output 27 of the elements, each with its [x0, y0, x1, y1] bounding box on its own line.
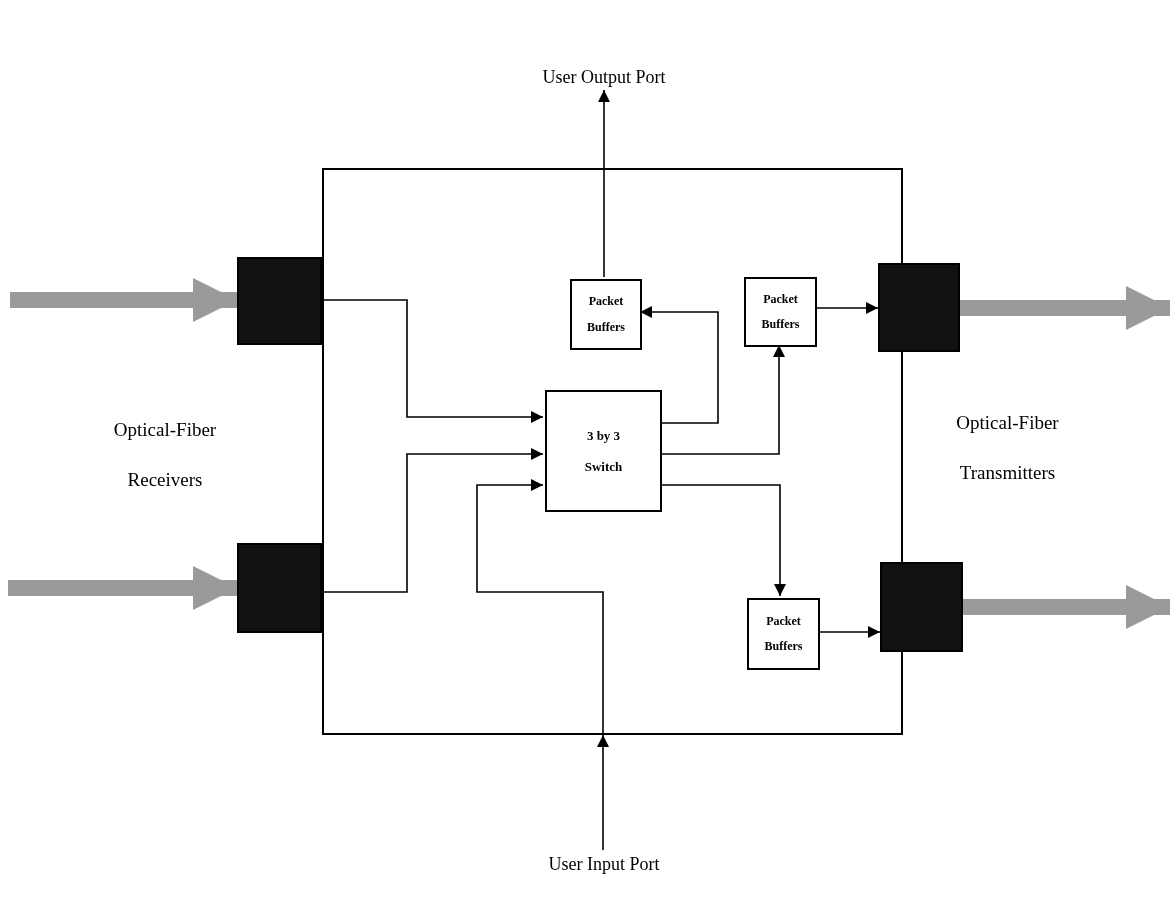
- arrow: [659, 484, 786, 597]
- section-label: Optical-Fiber Transmitters: [955, 411, 1060, 485]
- arrow: [321, 299, 544, 423]
- port-label: User Output Port: [514, 64, 694, 90]
- thick-arrow: [960, 286, 1170, 330]
- port-label: User Input Port: [519, 850, 689, 878]
- section-label: Optical-Fiber Receivers: [112, 418, 218, 492]
- switch-box: 3 by 3 Switch: [545, 390, 662, 512]
- transmitter-block: [878, 263, 960, 352]
- buffer-box: Packet Buffers: [744, 277, 817, 347]
- arrow: [814, 302, 879, 314]
- receiver-block: [237, 543, 322, 633]
- arrow: [598, 89, 610, 278]
- arrow: [817, 626, 881, 638]
- arrow: [476, 479, 604, 736]
- node-enclosure-box: [322, 168, 903, 735]
- arrow: [597, 734, 609, 851]
- thick-arrow: [8, 566, 237, 610]
- receiver-block: [237, 257, 322, 345]
- arrow: [321, 448, 544, 593]
- arrow: [639, 306, 719, 424]
- buffer-box: Packet Buffers: [570, 279, 642, 350]
- thick-arrow: [963, 585, 1170, 629]
- thick-arrow: [10, 278, 237, 322]
- arrow: [659, 344, 785, 455]
- buffer-box: Packet Buffers: [747, 598, 820, 670]
- transmitter-block: [880, 562, 963, 652]
